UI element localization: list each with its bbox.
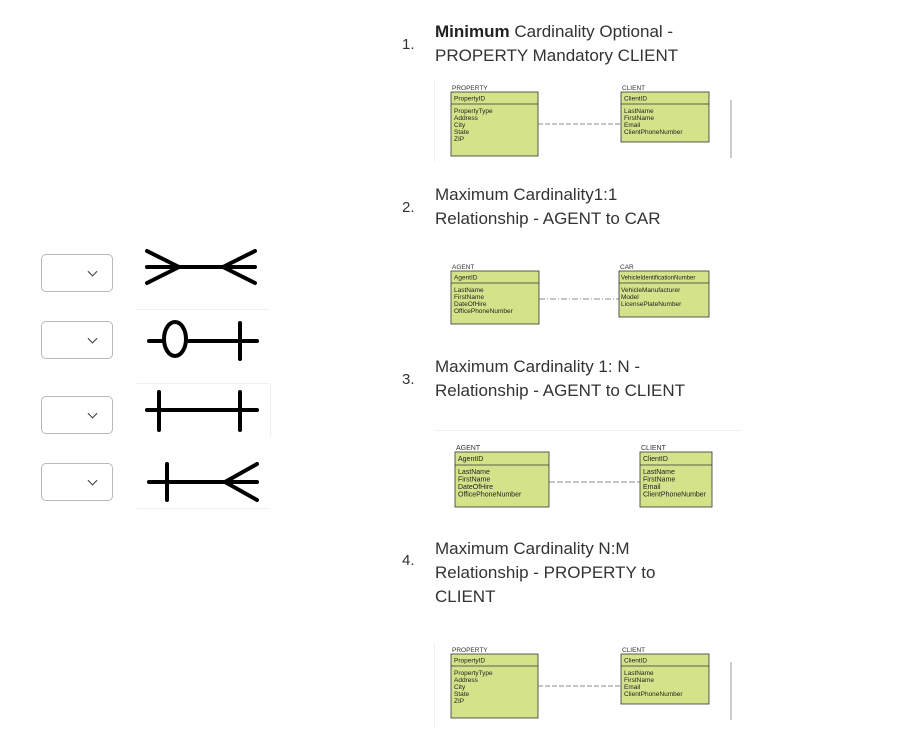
symbol-one-to-many [137,456,269,504]
svg-text:Address: Address [454,115,479,122]
svg-text:PropertyType: PropertyType [454,108,493,115]
cardinality-dropdown-3[interactable] [41,396,113,434]
svg-text:LastName: LastName [454,287,484,294]
item-description: Maximum Cardinality N:M Relationship - P… [435,539,656,606]
item-number: 3. [402,371,415,388]
svg-text:City: City [454,122,466,129]
erd-diagram-1: PROPERTY PropertyID PropertyType Address… [434,80,734,162]
svg-text:OfficePhoneNumber: OfficePhoneNumber [454,308,514,315]
item-number: 4. [402,552,415,569]
entity-key: PropertyID [454,658,485,665]
svg-text:PropertyType: PropertyType [454,670,493,677]
cardinality-dropdown-2[interactable] [41,321,113,359]
item-number: 1. [402,36,415,53]
entity-key: ClientID [624,96,647,103]
entity-name: AGENT [452,264,474,271]
cardinality-dropdown-4[interactable] [41,463,113,501]
cardinality-dropdown-1[interactable] [41,254,113,292]
entity-box [450,653,539,719]
entity-name: PROPERTY [452,647,488,654]
symbol-divider [270,383,271,437]
entity-box [450,270,540,325]
entity-name: CLIENT [622,85,645,92]
item-number: 2. [402,199,415,216]
svg-text:DateOfHire: DateOfHire [454,301,487,308]
chevron-down-icon [87,475,98,486]
entity-key: ClientID [643,456,668,463]
svg-text:VehicleManufacturer: VehicleManufacturer [621,287,681,294]
symbol-zero-or-one [137,317,269,365]
svg-text:Email: Email [624,684,641,691]
entity-name: PROPERTY [452,85,488,92]
chevron-down-icon [87,333,98,344]
symbol-many-to-many [137,243,269,291]
symbol-one-to-one [137,388,269,436]
svg-text:LastName: LastName [624,670,654,677]
erd-diagram-3: AGENT AgentID LastName FirstName DateOfH… [434,430,744,516]
svg-text:FirstName: FirstName [454,294,484,301]
svg-text:LastName: LastName [624,108,654,115]
svg-text:LastName: LastName [643,469,675,476]
svg-text:State: State [454,691,470,698]
svg-text:City: City [454,684,466,691]
svg-text:Model: Model [621,294,639,301]
entity-key: VehicleIdentificationNumber [621,276,695,282]
svg-text:ZIP: ZIP [454,698,464,705]
symbol-divider [137,309,269,310]
svg-text:FirstName: FirstName [624,115,654,122]
symbol-divider [137,383,269,384]
entity-name: AGENT [456,445,481,452]
svg-text:State: State [454,129,470,136]
entity-box [454,451,550,508]
chevron-down-icon [87,408,98,419]
entity-key: AgentID [458,456,483,463]
entity-box [639,451,713,508]
entity-name: CLIENT [641,445,667,452]
svg-text:ZIP: ZIP [454,136,464,143]
entity-name: CLIENT [622,647,645,654]
erd-diagram-2: AGENT AgentID LastName FirstName DateOfH… [434,258,734,330]
svg-text:FirstName: FirstName [643,477,675,484]
chevron-down-icon [87,266,98,277]
svg-text:FirstName: FirstName [624,677,654,684]
svg-text:Address: Address [454,677,479,684]
item-description: Minimum Cardinality Optional - PROPERTY … [435,22,679,65]
entity-box [618,270,710,318]
entity-box [620,91,710,143]
svg-text:ClientPhoneNumber: ClientPhoneNumber [624,129,683,136]
entity-key: AgentID [454,275,478,282]
svg-text:Email: Email [643,484,661,491]
item-description: Maximum Cardinality 1: N - Relationship … [435,357,686,400]
svg-text:ClientPhoneNumber: ClientPhoneNumber [643,492,707,499]
svg-text:LicensePlateNumber: LicensePlateNumber [621,301,682,308]
svg-text:OfficePhoneNumber: OfficePhoneNumber [458,492,522,499]
svg-text:LastName: LastName [458,469,490,476]
entity-name: CAR [620,264,634,271]
svg-text:DateOfHire: DateOfHire [458,484,493,491]
entity-key: ClientID [624,658,647,665]
erd-diagram-4: PROPERTY PropertyID PropertyType Address… [434,642,734,728]
svg-text:Email: Email [624,122,641,129]
entity-key: PropertyID [454,96,485,103]
item-description: Maximum Cardinality1:1 Relationship - AG… [435,185,661,228]
svg-text:FirstName: FirstName [458,477,490,484]
svg-text:ClientPhoneNumber: ClientPhoneNumber [624,691,683,698]
entity-box [620,653,710,705]
symbol-divider [137,508,269,509]
